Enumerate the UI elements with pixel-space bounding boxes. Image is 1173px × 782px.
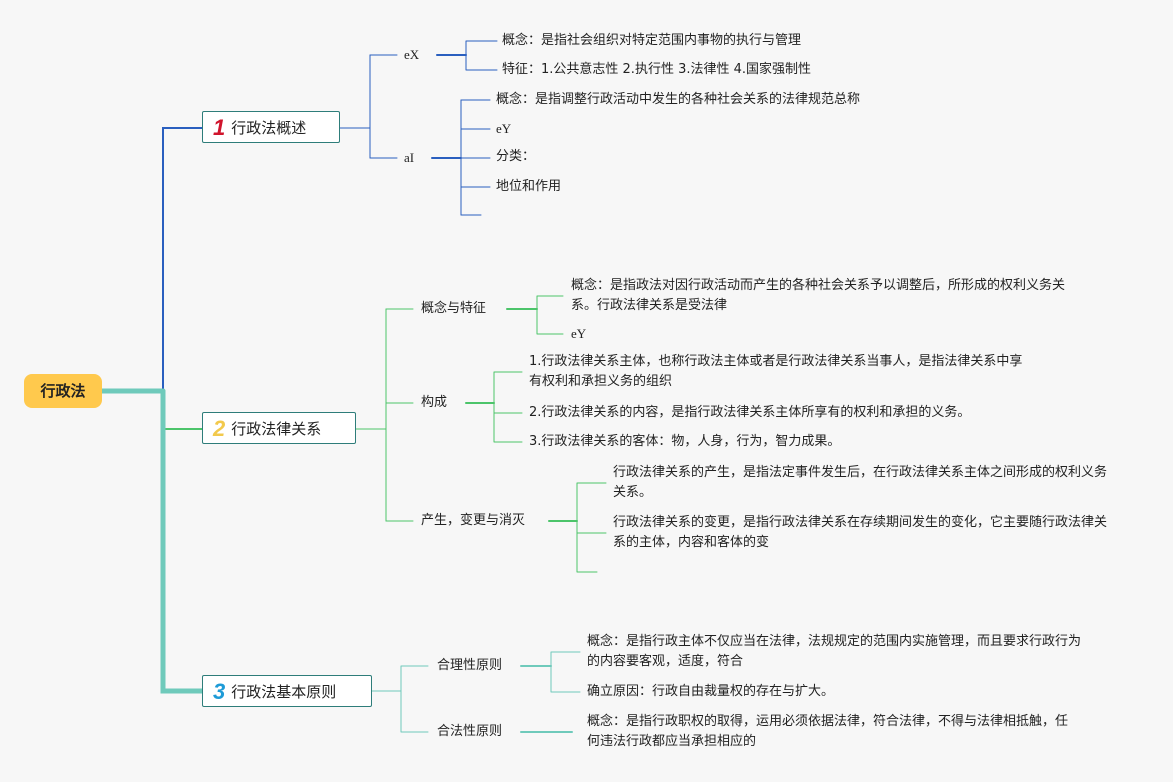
s2-b2-item-1[interactable]: 1.行政法律关系主体，也称行政法主体或者是行政法律关系当事人，是指法律关系中享有… — [529, 354, 1023, 389]
s3-branch-1-label[interactable]: 合理性原则 — [437, 658, 503, 673]
section-3-node[interactable]: 3 行政法基本原则 — [202, 675, 372, 707]
s1-branch-1-label[interactable]: eX — [404, 47, 420, 62]
root-node[interactable]: 行政法 — [24, 374, 102, 408]
section-1-title: 行政法概述 — [231, 119, 307, 137]
s1-b2-item-4[interactable]: 地位和作用 — [496, 179, 562, 194]
number-1-icon: 1 — [213, 115, 226, 140]
s2-b1-item-2[interactable]: eY — [571, 326, 587, 341]
s2-branch-2-label[interactable]: 构成 — [421, 395, 448, 410]
s1-b1-item-2[interactable]: 特征：1.公共意志性 2.执行性 3.法律性 4.国家强制性 — [502, 62, 812, 77]
s2-branch-3-label[interactable]: 产生，变更与消灭 — [421, 513, 526, 528]
s2-b3-item-2[interactable]: 行政法律关系的变更，是指行政法律关系在存续期间发生的变化，它主要随行政法律关系的… — [613, 515, 1108, 550]
s2-b3-item-1[interactable]: 行政法律关系的产生，是指法定事件发生后，在行政法律关系主体之间形成的权利义务关系… — [613, 465, 1108, 500]
s1-b2-item-2[interactable]: eY — [496, 121, 512, 136]
s2-b2-item-2[interactable]: 2.行政法律关系的内容，是指行政法律关系主体所享有的权利和承担的义务。 — [529, 405, 971, 420]
s1-b2-item-1[interactable]: 概念：是指调整行政活动中发生的各种社会关系的法律规范总称 — [496, 92, 861, 107]
section-2-node[interactable]: 2 行政法律关系 — [202, 412, 356, 444]
s3-branch-2-label[interactable]: 合法性原则 — [437, 724, 503, 739]
s3-b1-item-2[interactable]: 确立原因：行政自由裁量权的存在与扩大。 — [587, 684, 835, 699]
number-3-icon: 3 — [213, 679, 226, 704]
s2-b2-item-3[interactable]: 3.行政法律关系的客体：物，人身，行为，智力成果。 — [529, 434, 841, 449]
s3-b1-item-1[interactable]: 概念：是指行政主体不仅应当在法律，法规规定的范围内实施管理，而且要求行政行为的内… — [587, 634, 1082, 669]
section-2-title: 行政法律关系 — [231, 420, 322, 438]
s1-branch-2-label[interactable]: aI — [404, 150, 415, 165]
section-1-node[interactable]: 1 行政法概述 — [202, 111, 340, 143]
s2-branch-1-label[interactable]: 概念与特征 — [421, 301, 487, 316]
number-2-icon: 2 — [213, 416, 226, 441]
s1-b2-item-3[interactable]: 分类： — [496, 149, 536, 164]
s3-b2-item-1[interactable]: 概念：是指行政职权的取得，运用必须依据法律，符合法律，不得与法律相抵触，任何违法… — [587, 714, 1069, 749]
s2-b1-item-1[interactable]: 概念：是指政法对因行政活动而产生的各种社会关系予以调整后，所形成的权利义务关系。… — [571, 278, 1066, 313]
section-3-title: 行政法基本原则 — [231, 683, 337, 701]
s1-b1-item-1[interactable]: 概念：是指社会组织对特定范围内事物的执行与管理 — [502, 33, 802, 48]
